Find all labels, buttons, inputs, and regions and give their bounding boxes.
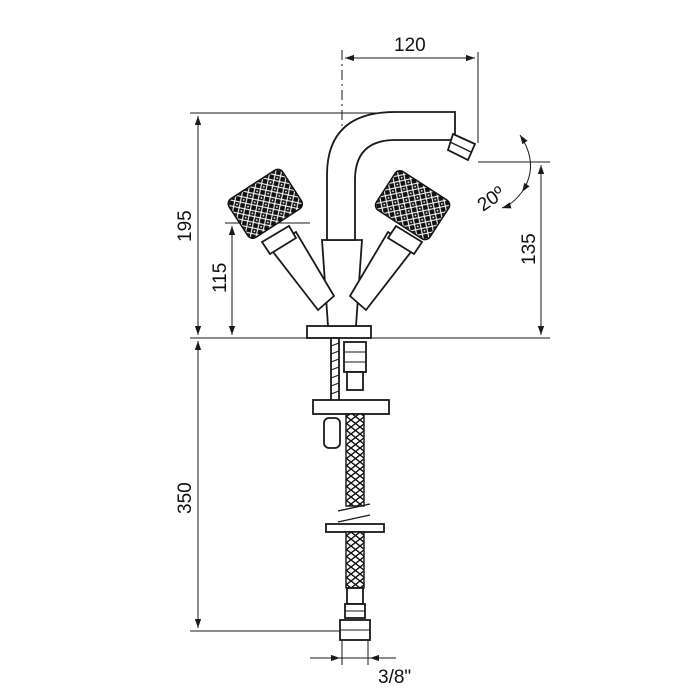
break-mark-bottom [337, 514, 371, 523]
label-20-degrees: 20º [474, 183, 509, 216]
upper-hose-fitting [343, 341, 367, 373]
label-135: 135 [519, 233, 540, 265]
dimension-lines [194, 54, 545, 662]
label-3-8-inch: 3/8" [378, 667, 411, 688]
right-knurled-handle [374, 169, 451, 241]
label-115: 115 [210, 263, 231, 293]
faucet-body [227, 111, 477, 339]
right-handle-collar [386, 224, 424, 256]
lower-hose-fitting [346, 587, 364, 605]
break-mark-top [337, 503, 371, 512]
label-195: 195 [175, 210, 196, 242]
braided-hose-lower [345, 531, 365, 589]
hose-clip [325, 523, 385, 533]
base-plate [306, 325, 372, 339]
central-column [321, 239, 363, 327]
spout-gooseneck [326, 111, 456, 241]
label-350: 350 [175, 482, 196, 514]
fixing-nut [323, 417, 341, 449]
label-120: 120 [394, 35, 426, 56]
braided-hose-upper [345, 413, 365, 507]
left-knurled-handle [227, 168, 304, 239]
mounting-bracket [312, 399, 390, 415]
dim-arc-20deg [519, 134, 531, 193]
left-handle-collar [260, 224, 298, 256]
installation-parts [312, 337, 390, 641]
